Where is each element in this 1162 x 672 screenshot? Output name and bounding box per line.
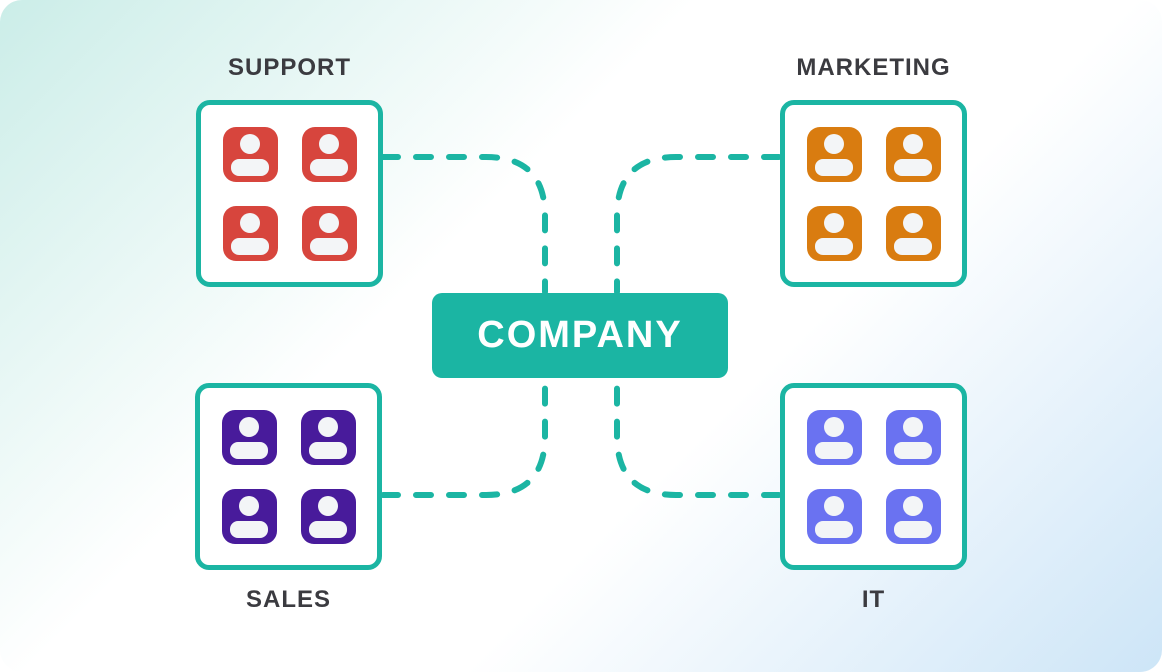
department-marketing-box (780, 100, 967, 287)
person-icon (806, 488, 862, 544)
company-node: COMPANY (432, 293, 728, 378)
person-icon (300, 409, 356, 465)
department-sales-members (221, 409, 356, 544)
person-icon (885, 488, 941, 544)
department-it-members (806, 409, 941, 544)
department-support-box (196, 100, 383, 287)
department-it-box (780, 383, 967, 570)
person-icon (806, 409, 862, 465)
person-icon (221, 409, 277, 465)
department-support-members (222, 126, 357, 261)
department-sales-box (195, 383, 382, 570)
department-support: SUPPORT (196, 52, 383, 287)
connector-sales-company (380, 377, 548, 498)
department-it-label: IT (861, 586, 886, 613)
person-icon (301, 205, 357, 261)
department-marketing-label: MARKETING (796, 54, 951, 81)
department-support-label: SUPPORT (227, 54, 351, 81)
department-marketing-members (806, 126, 941, 261)
person-icon (221, 488, 277, 544)
company-label: COMPANY (477, 314, 683, 356)
person-icon (806, 205, 862, 261)
department-marketing: MARKETING (780, 52, 967, 287)
department-it: IT (780, 383, 967, 616)
person-icon (885, 409, 941, 465)
person-icon (222, 205, 278, 261)
connector-support-company (380, 154, 548, 295)
person-icon (885, 205, 941, 261)
department-sales-label: SALES (245, 586, 331, 613)
person-icon (222, 126, 278, 182)
person-icon (301, 126, 357, 182)
person-icon (806, 126, 862, 182)
connector-marketing-company (614, 154, 782, 295)
person-icon (300, 488, 356, 544)
person-icon (885, 126, 941, 182)
connector-it-company (614, 377, 782, 498)
department-sales: SALES (195, 383, 382, 616)
